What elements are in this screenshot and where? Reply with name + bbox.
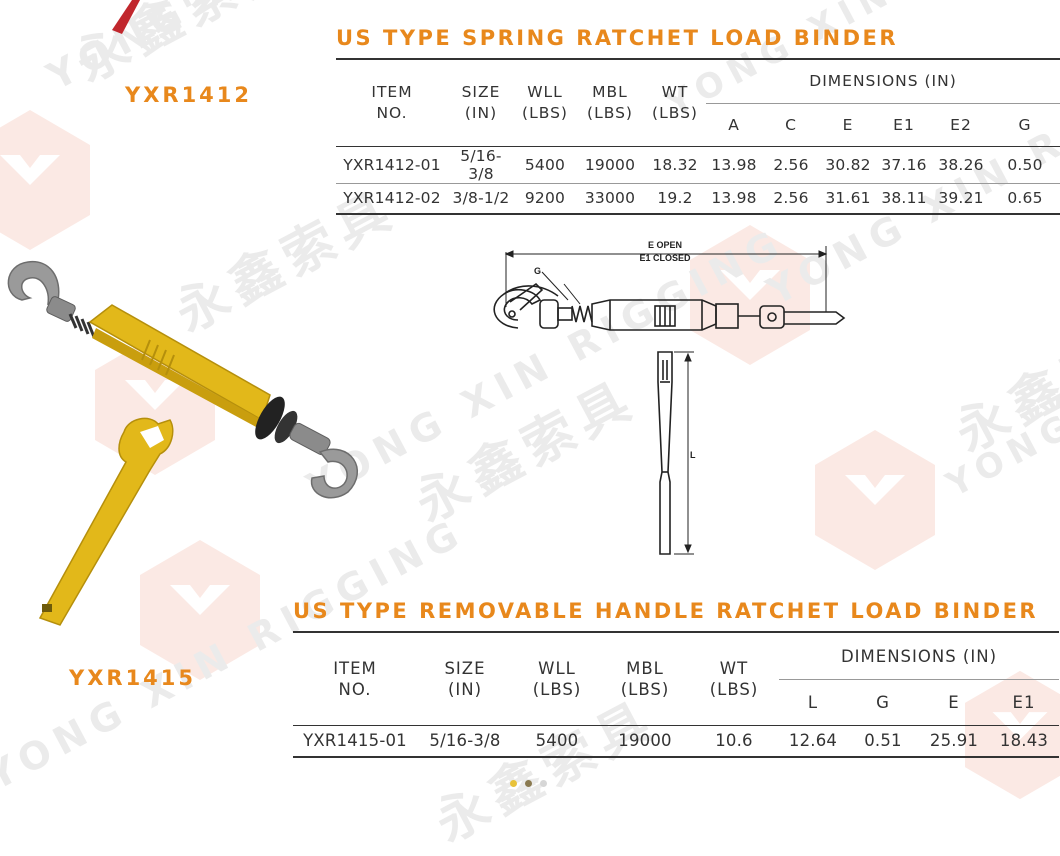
table-row: YXR1412-01 5/16-3/8 5400 19000 18.32 13.… <box>336 147 1060 184</box>
cell-dim-e1: 37.16 <box>881 156 927 174</box>
cell-wt: 10.6 <box>715 731 753 751</box>
header-mbl: MBL(LBS) <box>587 83 633 122</box>
cell-wll: 5400 <box>535 731 579 751</box>
cell-size: 5/16-3/8 <box>429 731 501 751</box>
section-title-spring-ratchet: US TYPE SPRING RATCHET LOAD BINDER <box>336 26 899 50</box>
cell-dim-e: 30.82 <box>825 156 871 174</box>
red-strap-icon <box>112 0 140 34</box>
cell-item-no: YXR1412-01 <box>343 156 441 174</box>
cell-wll: 5400 <box>524 156 566 174</box>
header-size: SIZE(IN) <box>461 83 501 122</box>
table-row: YXR1415-01 5/16-3/8 5400 19000 10.6 12.6… <box>293 726 1059 757</box>
carousel-dot[interactable] <box>540 780 547 787</box>
cell-dim-l: 12.64 <box>788 731 838 751</box>
cell-wt: 19.2 <box>657 189 693 208</box>
cell-item-no: YXR1415-01 <box>303 731 407 751</box>
cell-dim-a: 13.98 <box>711 189 757 208</box>
product-photo <box>7 0 359 626</box>
cell-dim-c: 2.56 <box>773 189 809 208</box>
cell-mbl: 33000 <box>584 189 636 208</box>
cell-dim-e1: 18.43 <box>999 731 1049 751</box>
section-title-removable-handle: US TYPE REMOVABLE HANDLE RATCHET LOAD BI… <box>293 599 1039 623</box>
cell-item-no: YXR1412-02 <box>343 189 441 208</box>
cell-size: 3/8-1/2 <box>452 189 510 208</box>
header-wll: WLL(LBS) <box>522 83 568 122</box>
dim-header: E <box>948 693 960 712</box>
label-e-open: E OPEN <box>648 240 682 250</box>
cell-dim-g: 0.65 <box>1007 189 1043 208</box>
cell-dim-e: 31.61 <box>825 189 871 208</box>
watermark-text: YONG XIN RIGGING <box>940 239 1060 506</box>
header-dimensions: DIMENSIONS (IN) <box>779 632 1059 680</box>
header-size: SIZE(IN) <box>444 659 486 699</box>
header-wll: WLL(LBS) <box>532 659 582 699</box>
cell-dim-c: 2.56 <box>773 156 809 174</box>
header-dimensions: DIMENSIONS (IN) <box>706 59 1060 104</box>
dim-header: E <box>842 115 854 134</box>
cell-mbl: 19000 <box>584 156 636 174</box>
carousel-dot-active[interactable] <box>525 780 532 787</box>
model-label-yxr1412: YXR1412 <box>125 83 253 107</box>
header-wt: WT(LBS) <box>652 83 698 122</box>
carousel-dot[interactable] <box>510 780 517 787</box>
dim-header: E1 <box>893 115 915 134</box>
carousel-pagination <box>510 780 547 787</box>
dim-header: G <box>876 693 890 712</box>
cell-dim-e2: 39.21 <box>938 189 984 208</box>
dim-header: A <box>728 115 740 134</box>
dim-header: E2 <box>950 115 972 134</box>
technical-drawing: E OPEN E1 CLOSED G <box>493 240 846 555</box>
watermark-text-cn: 永鑫索具 <box>946 298 1060 465</box>
dim-header: E1 <box>1012 693 1036 712</box>
label-l: L <box>690 450 696 460</box>
label-e1-closed: E1 CLOSED <box>639 253 691 263</box>
binder-outline-icon <box>493 282 846 331</box>
header-mbl: MBL(LBS) <box>620 659 670 699</box>
handle-outline-icon <box>657 351 673 555</box>
cell-size: 5/16-3/8 <box>460 147 502 183</box>
dim-header: C <box>785 115 797 134</box>
cell-dim-a: 13.98 <box>711 156 757 174</box>
cell-dim-e: 25.91 <box>929 731 979 751</box>
cell-mbl: 19000 <box>618 731 672 751</box>
label-g: G <box>534 266 541 276</box>
cell-dim-e2: 38.26 <box>938 156 984 174</box>
ratchet-handle-icon <box>38 417 174 626</box>
dim-header: L <box>807 693 819 712</box>
cell-dim-g: 0.51 <box>864 731 902 751</box>
cell-wll: 9200 <box>524 189 566 208</box>
cell-dim-e1: 38.11 <box>881 189 927 208</box>
table-row: YXR1412-02 3/8-1/2 9200 33000 19.2 13.98… <box>336 184 1060 214</box>
spring-ratchet-binder-icon <box>7 261 359 499</box>
model-label-yxr1415: YXR1415 <box>69 666 197 690</box>
cell-wt: 18.32 <box>652 156 698 174</box>
cell-dim-g: 0.50 <box>1007 156 1043 174</box>
dim-header: G <box>1018 115 1032 134</box>
header-wt: WT(LBS) <box>709 659 759 699</box>
